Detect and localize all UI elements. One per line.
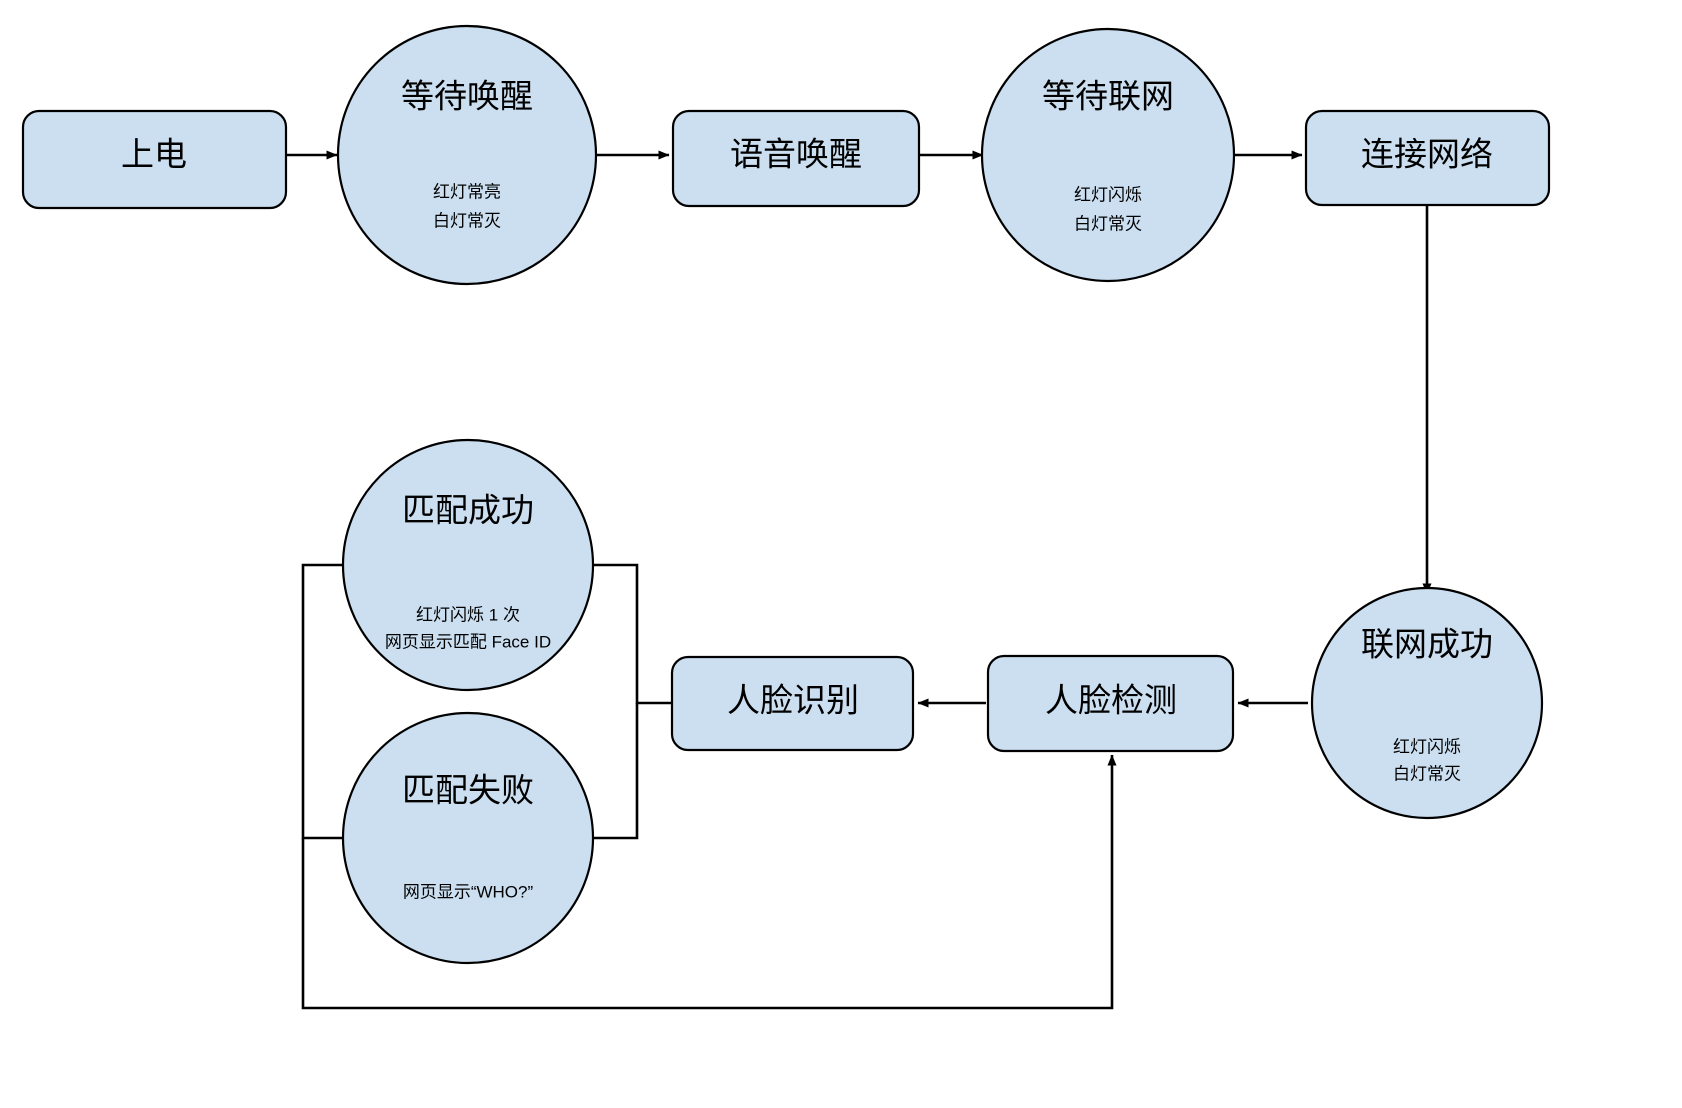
match-success-label: 匹配成功	[402, 492, 534, 529]
wait-network-sub-1: 红灯闪烁	[1074, 185, 1142, 204]
wait-network-label: 等待联网	[1042, 78, 1174, 115]
network-success-label: 联网成功	[1361, 626, 1493, 663]
face-recognize-label: 人脸识别	[727, 682, 859, 719]
edge-match-fail-to-face-detect	[301, 754, 1117, 1010]
node-wait-wakeup[interactable]: 等待唤醒 红灯常亮 白灯常灭	[336, 24, 598, 286]
match-fail-shape[interactable]	[341, 711, 595, 965]
match-fail-label: 匹配失败	[402, 772, 534, 809]
match-success-sub-2: 网页显示匹配 Face ID	[385, 632, 551, 651]
node-match-success[interactable]: 匹配成功 红灯闪烁 1 次 网页显示匹配 Face ID	[341, 438, 595, 692]
match-success-sub-1: 红灯闪烁 1 次	[416, 605, 520, 624]
connect-network-shape[interactable]	[1304, 109, 1551, 207]
wait-network-shape[interactable]	[980, 27, 1236, 283]
node-voice-wakeup[interactable]: 语音唤醒	[671, 109, 921, 208]
face-detect-label: 人脸检测	[1045, 682, 1177, 719]
network-success-sub-2: 白灯常灭	[1393, 764, 1461, 783]
node-face-recognize[interactable]: 人脸识别	[670, 655, 915, 752]
wait-network-sub-2: 白灯常灭	[1074, 214, 1142, 233]
node-match-fail[interactable]: 匹配失败 网页显示“WHO?”	[341, 711, 595, 965]
edge-face-recognize-to-match-fail	[592, 703, 639, 840]
voice-wakeup-label: 语音唤醒	[730, 136, 862, 173]
wait-wakeup-shape[interactable]	[336, 24, 598, 286]
wait-wakeup-label: 等待唤醒	[401, 78, 533, 115]
nodes-layer: 上电 等待唤醒 红灯常亮 白灯常灭 语音唤醒 等待联网 红灯闪烁 白灯常灭	[21, 24, 1551, 965]
node-network-success[interactable]: 联网成功 红灯闪烁 白灯常灭	[1310, 586, 1544, 820]
voice-wakeup-shape[interactable]	[671, 109, 921, 208]
node-face-detect[interactable]: 人脸检测	[986, 654, 1235, 753]
network-success-shape[interactable]	[1310, 586, 1544, 820]
power-on-shape[interactable]	[21, 109, 288, 210]
edge-face-recognize-to-match-success-left-branch	[301, 563, 344, 840]
network-success-sub-1: 红灯闪烁	[1393, 737, 1461, 756]
wait-wakeup-sub-2: 白灯常灭	[433, 211, 501, 230]
match-success-shape[interactable]	[341, 438, 595, 692]
face-recognize-shape[interactable]	[670, 655, 915, 752]
match-fail-sub-1: 网页显示“WHO?”	[403, 882, 534, 901]
edges-layer	[286, 150, 1432, 1010]
connect-network-label: 连接网络	[1361, 136, 1493, 173]
power-on-label: 上电	[121, 136, 187, 173]
node-connect-network[interactable]: 连接网络	[1304, 109, 1551, 207]
wait-wakeup-sub-1: 红灯常亮	[433, 182, 501, 201]
node-wait-network[interactable]: 等待联网 红灯闪烁 白灯常灭	[980, 27, 1236, 283]
edge-face-recognize-to-match-success	[592, 563, 671, 705]
face-detect-shape[interactable]	[986, 654, 1235, 753]
node-power-on[interactable]: 上电	[21, 109, 288, 210]
